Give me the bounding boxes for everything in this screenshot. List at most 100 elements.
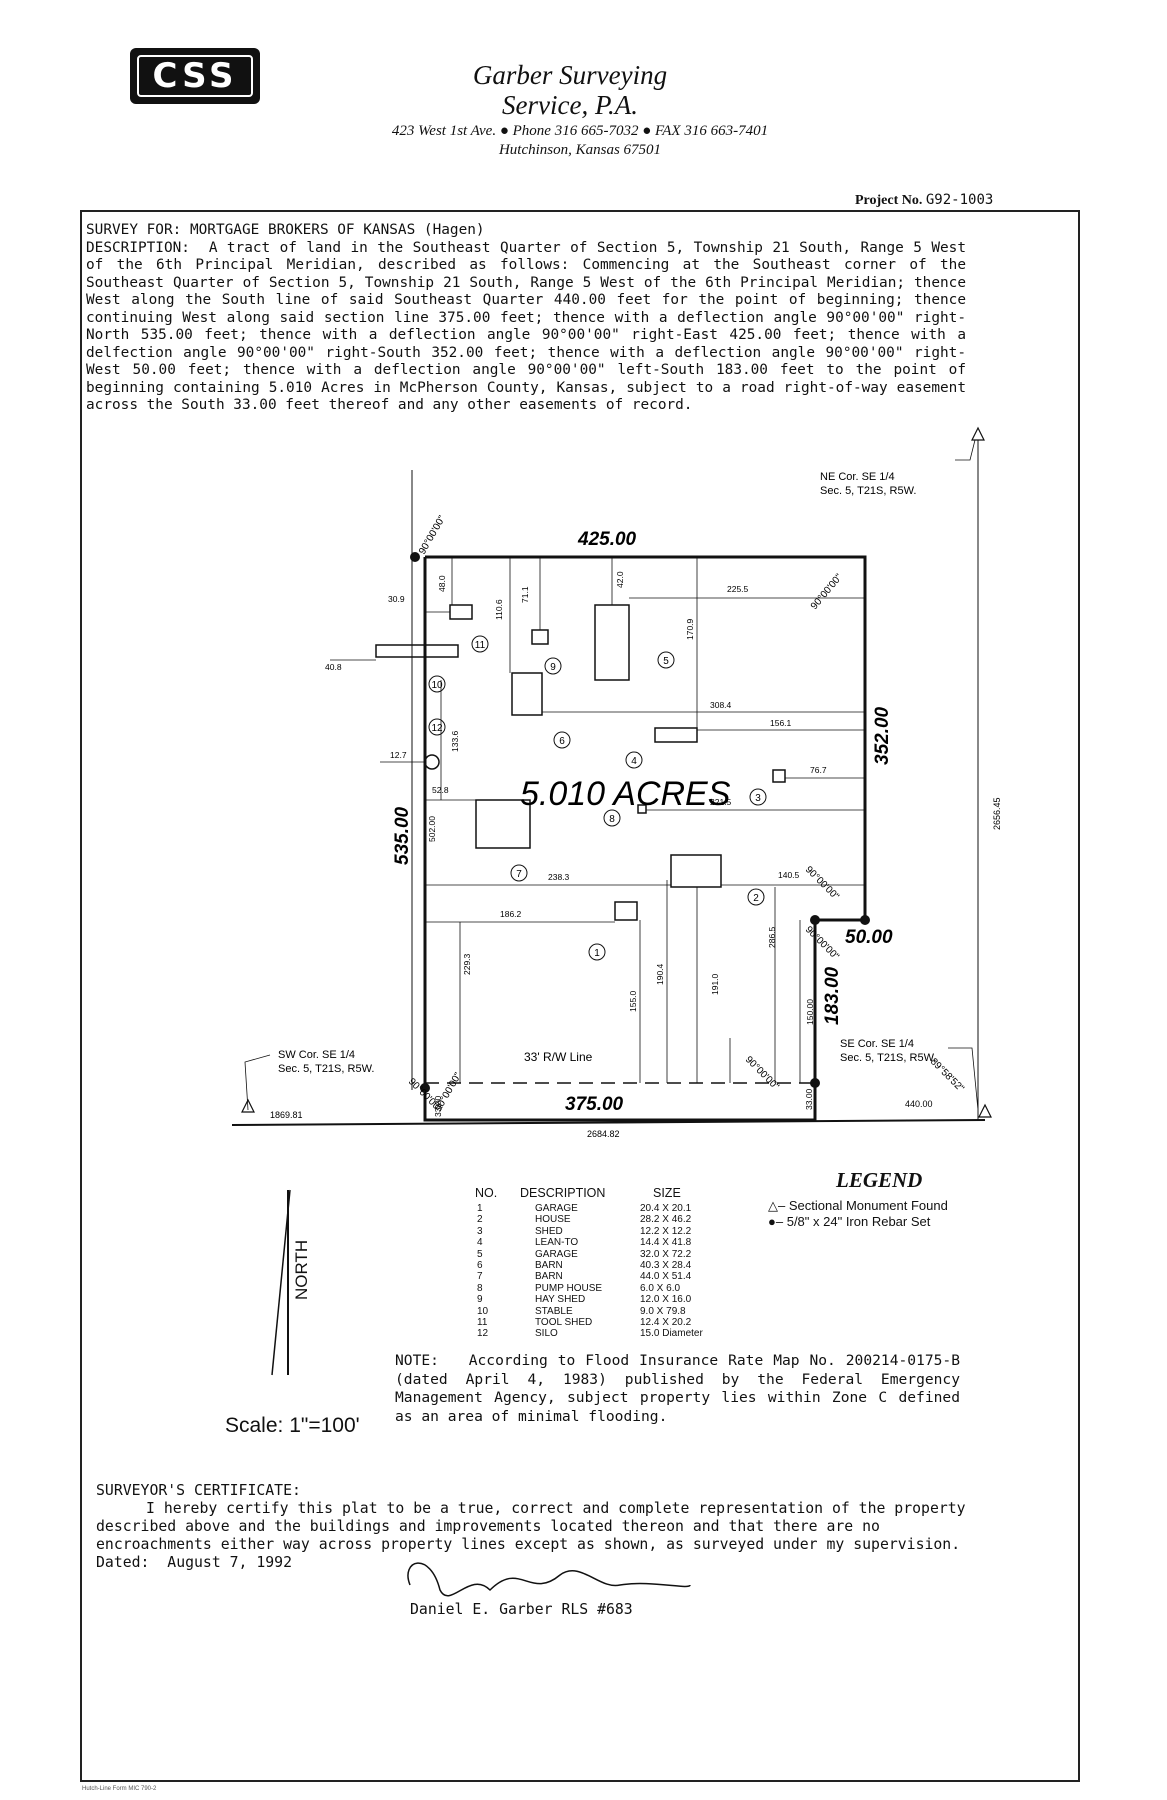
col-no-header: NO. — [475, 1186, 498, 1200]
dim-155: 155.0 — [628, 990, 638, 1012]
row-no: 5 — [477, 1248, 483, 1260]
filled-circle-icon: ●– — [768, 1214, 784, 1229]
callout-1: 1 — [594, 948, 600, 959]
certificate-text: I hereby certify this plat to be a true,… — [96, 1500, 966, 1553]
ne-corner-line2: Sec. 5, T21S, R5W. — [820, 485, 916, 497]
row-no: 6 — [477, 1259, 483, 1271]
row-no: 8 — [477, 1282, 483, 1294]
acres-label: 5.010 ACRES — [520, 775, 731, 813]
building-4 — [654, 727, 698, 743]
row-size: 28.2 X 46.2 — [640, 1214, 692, 1226]
legend-title: LEGEND — [836, 1168, 923, 1192]
rebar-marker-notch — [810, 915, 820, 925]
dim-110: 110.6 — [494, 599, 504, 620]
building-1 — [614, 901, 638, 921]
row-no: 4 — [477, 1237, 483, 1249]
building-8 — [637, 804, 647, 814]
row-size: 44.0 X 51.4 — [640, 1271, 692, 1283]
row-size: 12.0 X 16.0 — [640, 1294, 692, 1306]
monument-marker-sw — [241, 1098, 255, 1113]
south-total-dimension: 2684.82 — [587, 1129, 620, 1139]
col-size-header: SIZE — [653, 1186, 681, 1200]
callout-11: 11 — [475, 640, 486, 651]
row-size: 6.0 X 6.0 — [640, 1282, 681, 1294]
row-description: BARN — [535, 1271, 563, 1283]
row-size: 20.4 X 20.1 — [640, 1203, 692, 1214]
row-description: GARAGE — [535, 1203, 578, 1214]
row-no: 2 — [477, 1214, 483, 1226]
callout-9: 9 — [550, 662, 556, 673]
row-description: STABLE — [535, 1305, 573, 1317]
legend-monument: △– Sectional Monument Found — [768, 1198, 948, 1214]
building-6 — [511, 672, 543, 716]
building-9 — [531, 629, 549, 645]
dim-48: 48.0 — [437, 575, 447, 592]
callout-2: 2 — [753, 893, 759, 904]
callout-3: 3 — [755, 793, 761, 804]
note-text: According to Flood Insurance Rate Map No… — [395, 1352, 960, 1425]
angle-notch-1: 90°00'00" — [803, 864, 841, 902]
south-dimension: 375.00 — [565, 1094, 624, 1115]
north-label: NORTH — [292, 1239, 311, 1300]
building-3 — [772, 769, 786, 783]
rebar-marker-sw — [420, 1083, 430, 1093]
dim-2293: 229.3 — [462, 953, 472, 975]
angle-notch-2: 90°00'00" — [803, 924, 841, 962]
signature-graphic — [407, 1562, 691, 1597]
survey-description-block: SURVEY FOR: MORTGAGE BROKERS OF KANSAS (… — [86, 222, 966, 415]
tract-boundary — [423, 555, 867, 1122]
dim-528: 52.8 — [432, 785, 449, 795]
certificate-label: SURVEYOR'S CERTIFICATE: — [96, 1482, 301, 1499]
legend-rebar: ●– 5/8" x 24" Iron Rebar Set — [768, 1214, 930, 1229]
dim-2215: 221.5 — [710, 797, 732, 807]
triangle-icon: △– — [768, 1198, 786, 1213]
row-no: 10 — [477, 1305, 489, 1317]
survey-for-value: MORTGAGE BROKERS OF KANSAS (Hagen) — [189, 222, 485, 238]
company-name-line1: Garber Surveying — [472, 60, 668, 90]
row-description: HAY SHED — [535, 1294, 586, 1306]
callout-6: 6 — [559, 736, 565, 747]
notch-dimension: 50.00 — [845, 927, 893, 948]
project-label: Project No. — [855, 193, 923, 208]
project-value: G92-1003 — [925, 192, 994, 208]
sw-corner-line2: Sec. 5, T21S, R5W. — [278, 1063, 374, 1075]
dim-408: 40.8 — [325, 662, 342, 672]
survey-for-line: SURVEY FOR: MORTGAGE BROKERS OF KANSAS (… — [86, 222, 966, 240]
rebar-marker-nw — [410, 552, 420, 562]
se-corner-line1: SE Cor. SE 1/4 — [840, 1038, 914, 1050]
row-no: 11 — [477, 1316, 488, 1328]
dim-2255: 225.5 — [727, 584, 749, 594]
table-header: NO. DESCRIPTION SIZE — [465, 1186, 765, 1200]
company-address: 423 West 1st Ave. ● Phone 316 665-7032 ●… — [280, 122, 880, 160]
notch-east-dimension: 183.00 — [822, 966, 843, 1025]
dim-3084: 308.4 — [710, 700, 732, 710]
dim-150: 150.00 — [805, 999, 815, 1025]
flood-note: NOTE: According to Flood Insurance Rate … — [395, 1352, 960, 1426]
row-no: 12 — [477, 1328, 489, 1340]
dim-1405: 140.5 — [778, 870, 800, 880]
row-size: 15.0 Diameter — [640, 1328, 703, 1340]
callout-8: 8 — [609, 814, 615, 825]
callout-4: 4 — [631, 756, 637, 767]
row-description: TOOL SHED — [535, 1316, 593, 1328]
company-logo: CSS — [130, 48, 260, 104]
dim-1336: 133.6 — [450, 730, 460, 752]
note-label: NOTE: — [395, 1352, 439, 1369]
building-12-silo — [424, 754, 440, 770]
row-description: SHED — [535, 1225, 563, 1237]
legend-rebar-text: 5/8" x 24" Iron Rebar Set — [786, 1214, 931, 1229]
monument-marker-ne — [971, 426, 985, 441]
rebar-marker-ne-notch — [860, 915, 870, 925]
dim-127: 12.7 — [390, 750, 407, 760]
callout-10: 10 — [431, 680, 443, 691]
company-name: Garber Surveying Service, P.A. — [420, 60, 720, 120]
address-line2: Hutchinson, Kansas 67501 — [498, 142, 662, 158]
